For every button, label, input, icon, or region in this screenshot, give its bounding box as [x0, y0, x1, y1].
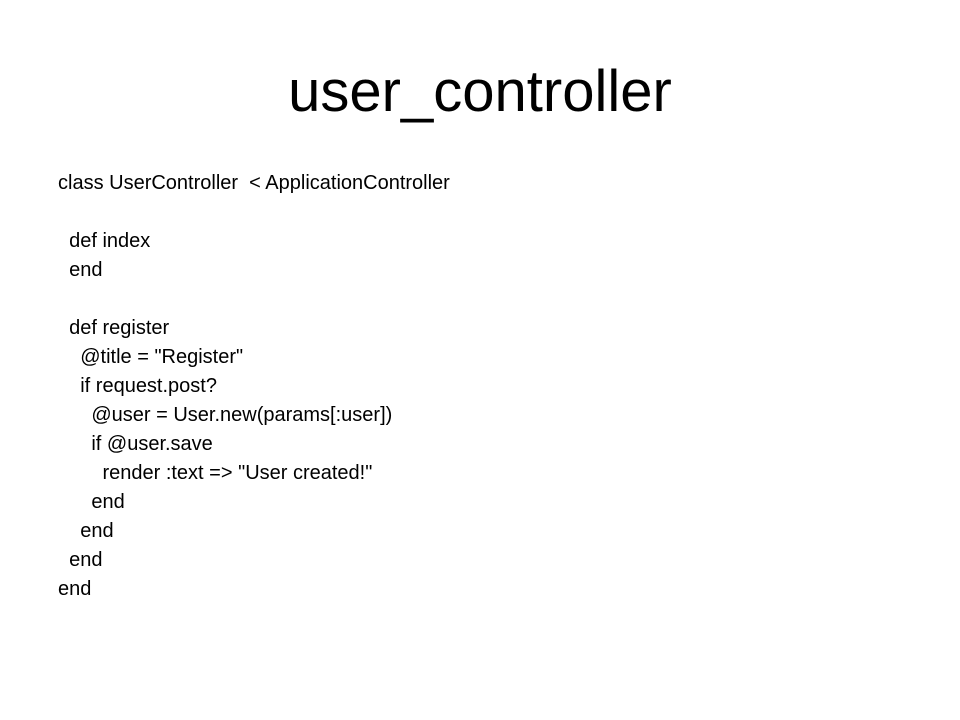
- code-line: @title = "Register": [58, 346, 244, 368]
- code-line: if @user.save: [58, 433, 213, 455]
- code-line: render :text => "User created!": [58, 462, 373, 484]
- code-line: end: [58, 259, 103, 281]
- code-line: end: [58, 549, 103, 571]
- code-line: def register: [58, 317, 170, 339]
- code-line: end: [58, 520, 114, 542]
- code-line: [58, 285, 918, 314]
- code-line: end: [58, 578, 92, 600]
- code-line: [58, 198, 918, 227]
- code-line: def index: [58, 230, 151, 252]
- code-line: if request.post?: [58, 375, 217, 397]
- code-block: class UserController < ApplicationContro…: [58, 169, 918, 604]
- code-line: end: [58, 491, 125, 513]
- code-line: @user = User.new(params[:user]): [58, 404, 393, 426]
- code-line: class UserController < ApplicationContro…: [58, 172, 450, 194]
- slide-title: user_controller: [288, 59, 672, 124]
